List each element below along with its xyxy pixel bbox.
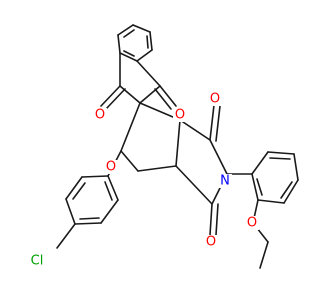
bond <box>209 203 213 236</box>
atoms: O O O O O N O Cl <box>27 92 259 269</box>
atom-oxygen: O <box>206 235 216 250</box>
bond <box>159 85 177 107</box>
bond <box>81 175 109 178</box>
bond <box>136 60 161 87</box>
bond <box>179 119 211 141</box>
bond <box>251 151 269 175</box>
bond <box>65 176 83 200</box>
bond <box>132 24 151 33</box>
bond <box>293 153 299 181</box>
bond <box>123 50 135 57</box>
bond <box>79 217 100 220</box>
bond <box>123 29 135 38</box>
atom-oxygen: O <box>95 108 105 123</box>
atom-oxygen: O <box>247 216 257 231</box>
bond <box>72 182 86 200</box>
bond <box>100 85 121 107</box>
bond <box>139 85 161 104</box>
molecule-structure: O O O O O N O Cl <box>27 24 299 269</box>
bond <box>107 175 119 201</box>
bond <box>120 102 141 152</box>
bond <box>215 203 219 236</box>
atom-oxygen: O <box>106 160 116 175</box>
bond <box>209 104 215 141</box>
bond <box>267 151 295 155</box>
bond <box>154 88 172 110</box>
bond <box>137 165 177 172</box>
atom-oxygen: O <box>175 108 185 123</box>
atom-oxygen: O <box>210 92 220 107</box>
bond <box>215 105 221 142</box>
bond <box>280 181 293 199</box>
bond <box>104 181 113 201</box>
bond <box>117 24 134 36</box>
bond <box>259 241 269 269</box>
bond <box>256 178 263 196</box>
bond <box>149 31 153 51</box>
bond <box>257 199 285 204</box>
bond <box>100 199 119 224</box>
bond <box>105 88 126 110</box>
bond <box>120 150 139 172</box>
bond <box>251 173 259 201</box>
molecule-diagram: O O O O O N O Cl <box>27 24 299 269</box>
atom-nitrogen: N <box>220 174 230 189</box>
bond <box>119 85 141 104</box>
bond <box>175 165 213 205</box>
bond <box>74 222 102 225</box>
bond <box>65 198 76 225</box>
bond <box>117 34 121 54</box>
bond <box>136 49 153 62</box>
bond <box>175 119 181 167</box>
bond <box>269 157 291 160</box>
bond <box>209 139 228 175</box>
bond <box>146 35 149 49</box>
atom-chlorine: Cl <box>31 254 44 269</box>
bond <box>56 223 76 249</box>
bond <box>283 179 299 204</box>
bond <box>119 52 138 62</box>
bonds <box>56 24 299 269</box>
